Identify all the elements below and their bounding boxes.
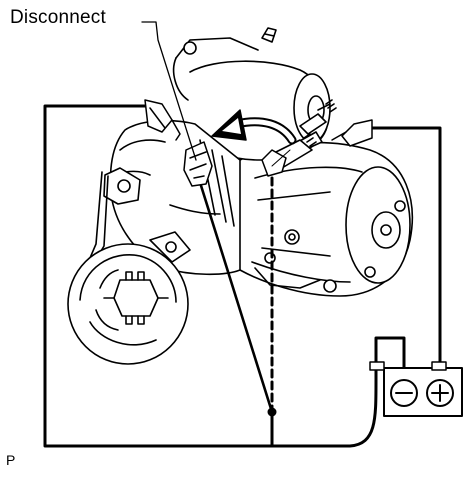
disconnect-callout-label: Disconnect: [10, 7, 106, 28]
pinion-direction-arrow: [211, 109, 297, 145]
starter-motor-body: [230, 141, 414, 297]
lead-wire-positive: [370, 126, 442, 370]
pinion-detail-inset: [67, 171, 189, 365]
lead-wire-body-ground: [261, 149, 291, 410]
callout-leader-line: [141, 21, 197, 161]
clip-negative-housing: [144, 99, 181, 141]
clip-positive-terminal: [331, 119, 373, 147]
lead-wire-negative: [43, 104, 406, 448]
figure-code: P: [6, 452, 16, 468]
lead-wire-terminal-50: [196, 174, 274, 414]
lead-junction: [267, 407, 277, 448]
battery: [369, 361, 463, 417]
disconnected-connector: [183, 141, 213, 187]
